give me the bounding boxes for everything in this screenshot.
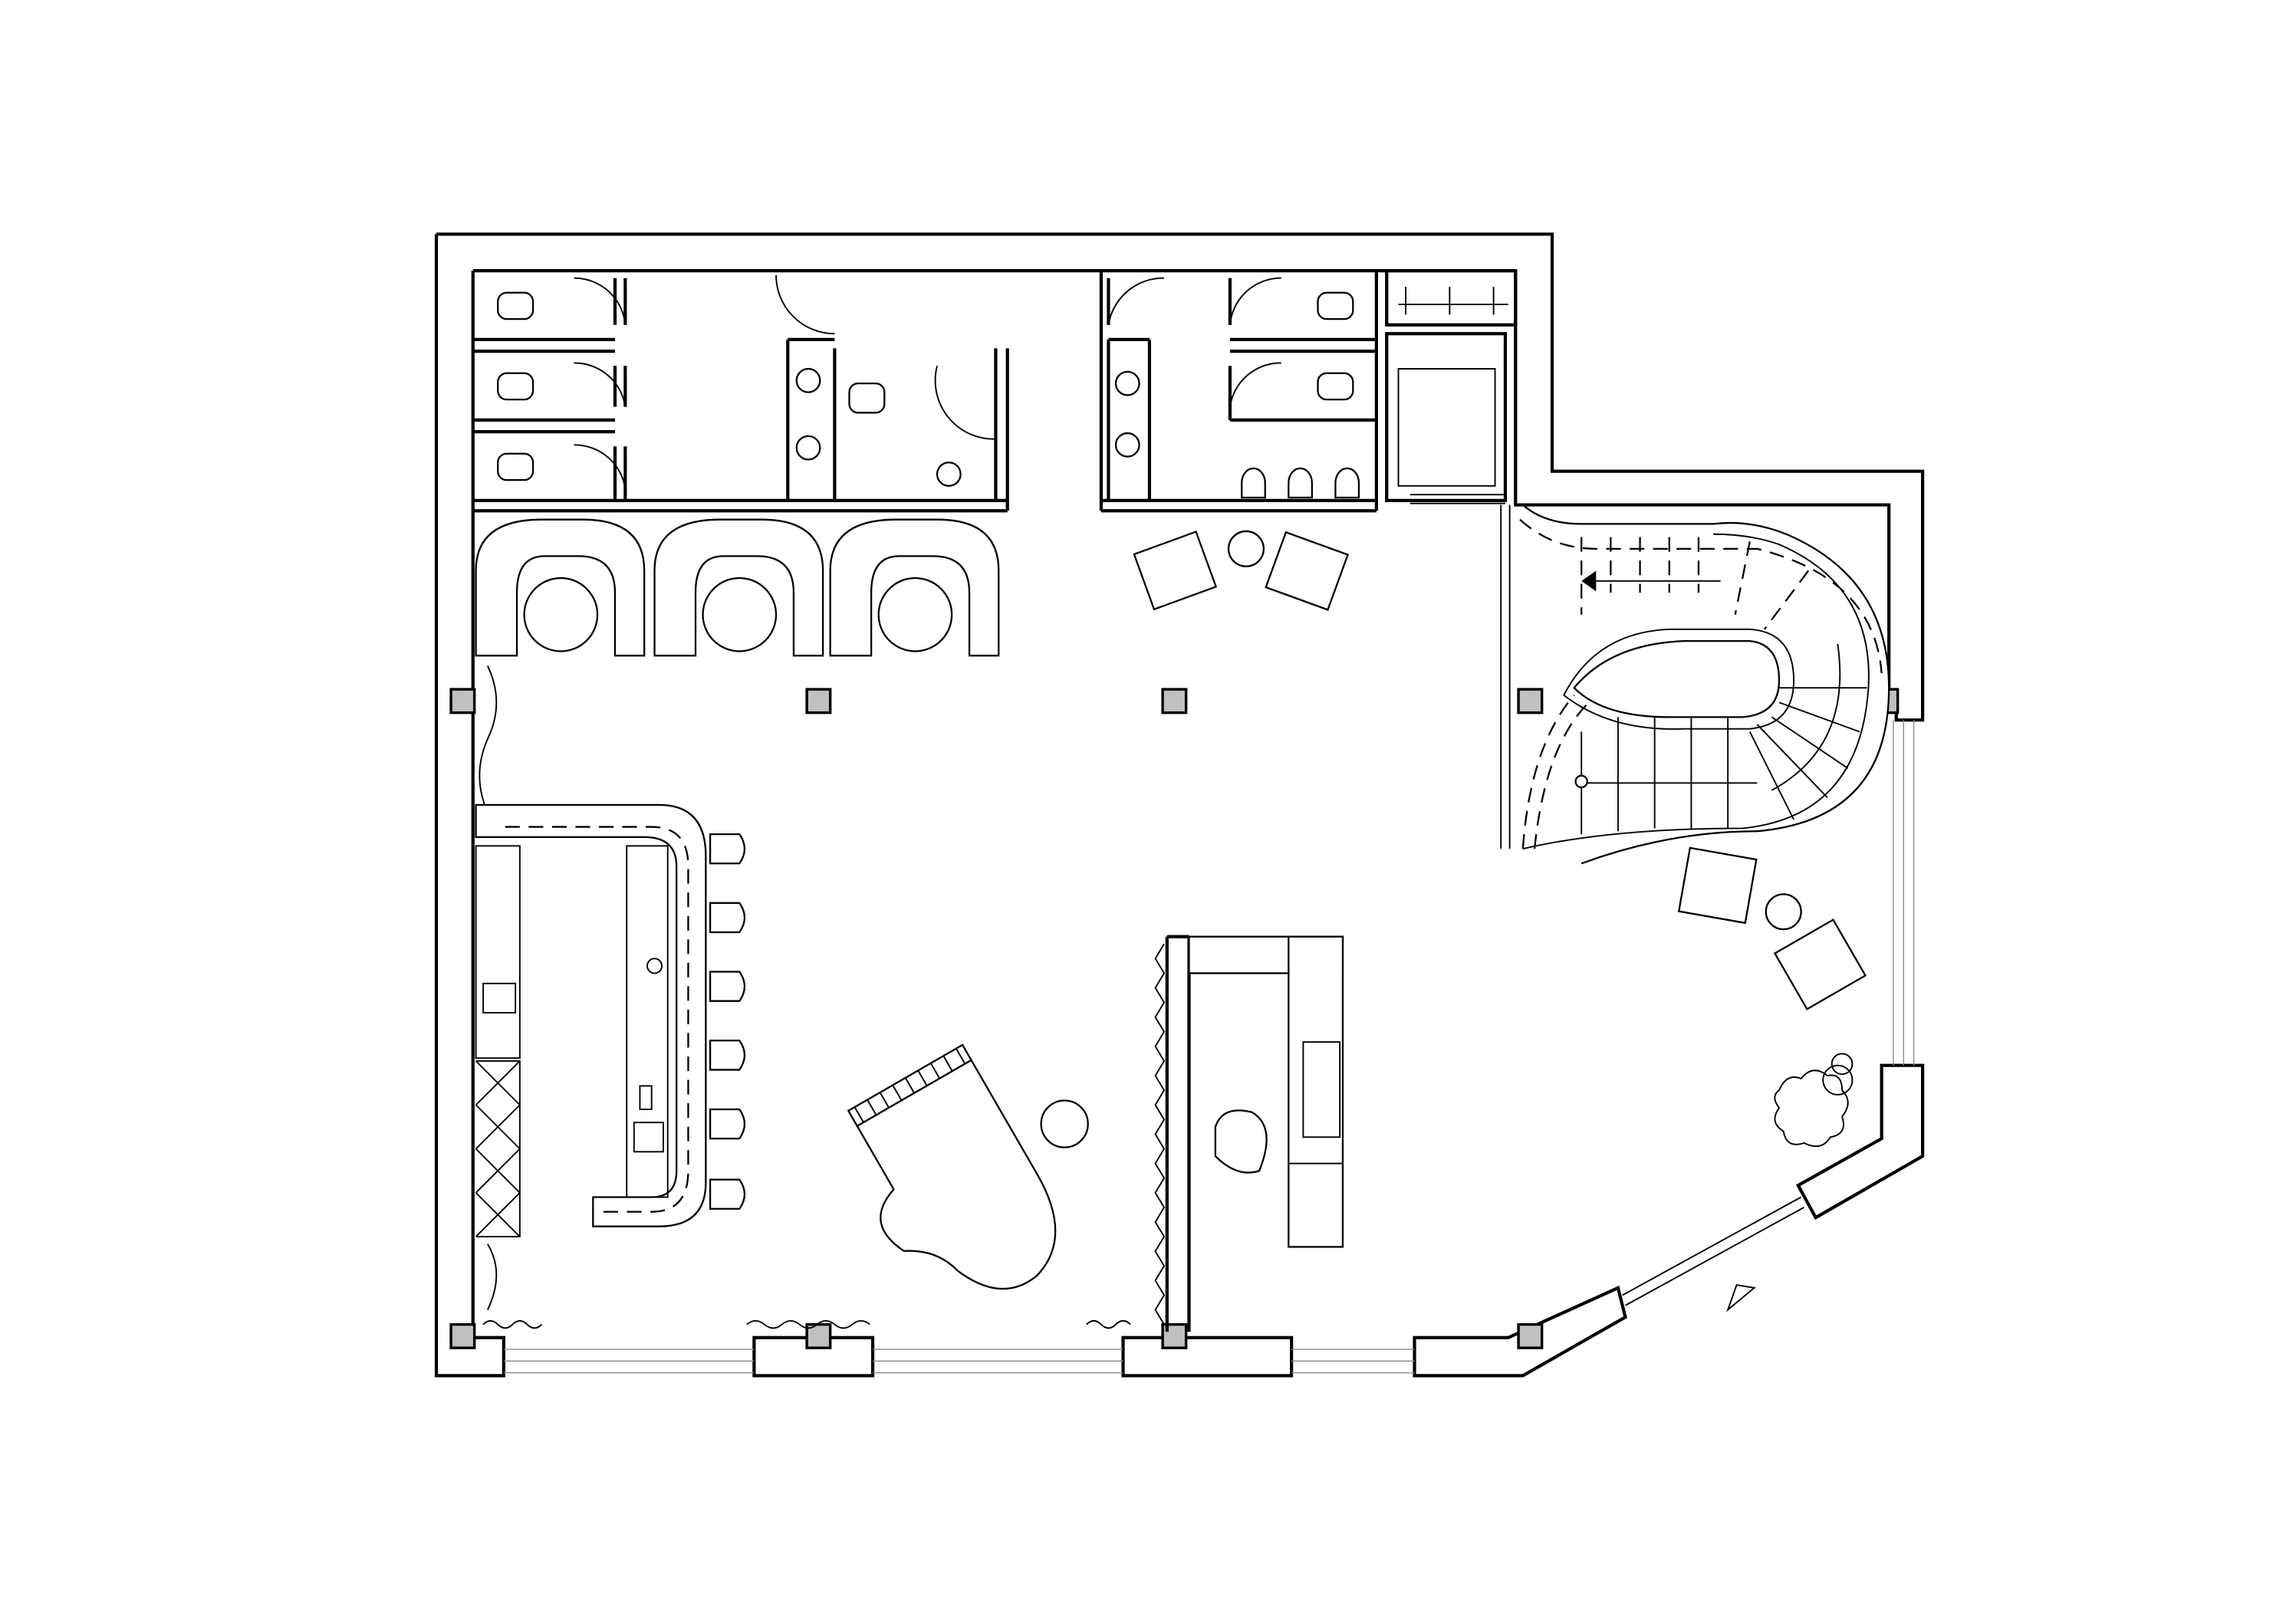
plant-icon bbox=[1774, 1053, 1854, 1148]
sink-icon bbox=[1114, 370, 1140, 458]
bar-stools bbox=[709, 833, 746, 1210]
urinal-icon bbox=[1241, 467, 1360, 499]
armchairs bbox=[1133, 530, 1867, 1010]
restrooms-left bbox=[472, 274, 1009, 513]
elevator bbox=[1385, 269, 1518, 504]
restrooms-right bbox=[1099, 271, 1378, 513]
exterior-walls bbox=[434, 232, 1925, 1378]
bar-counter bbox=[475, 803, 707, 1237]
toilet-icon bbox=[497, 291, 886, 481]
sink-icon bbox=[795, 367, 962, 487]
curtain bbox=[1154, 943, 1166, 1326]
windows bbox=[503, 720, 1915, 1374]
grand-piano bbox=[847, 1043, 1057, 1290]
piano-stool bbox=[1040, 1099, 1089, 1148]
desk-chair bbox=[1214, 1109, 1268, 1174]
structural-columns bbox=[449, 688, 1900, 1349]
staircase bbox=[1500, 504, 1890, 865]
curtain bbox=[479, 665, 1131, 1329]
booth-seating bbox=[475, 518, 1000, 657]
entrance-marker-icon bbox=[1726, 1283, 1756, 1313]
direction-arrow-icon bbox=[1581, 570, 1597, 592]
partition-wall bbox=[1165, 935, 1191, 1332]
toilet-icon bbox=[1317, 291, 1354, 401]
reception-desk bbox=[1188, 935, 1344, 1248]
